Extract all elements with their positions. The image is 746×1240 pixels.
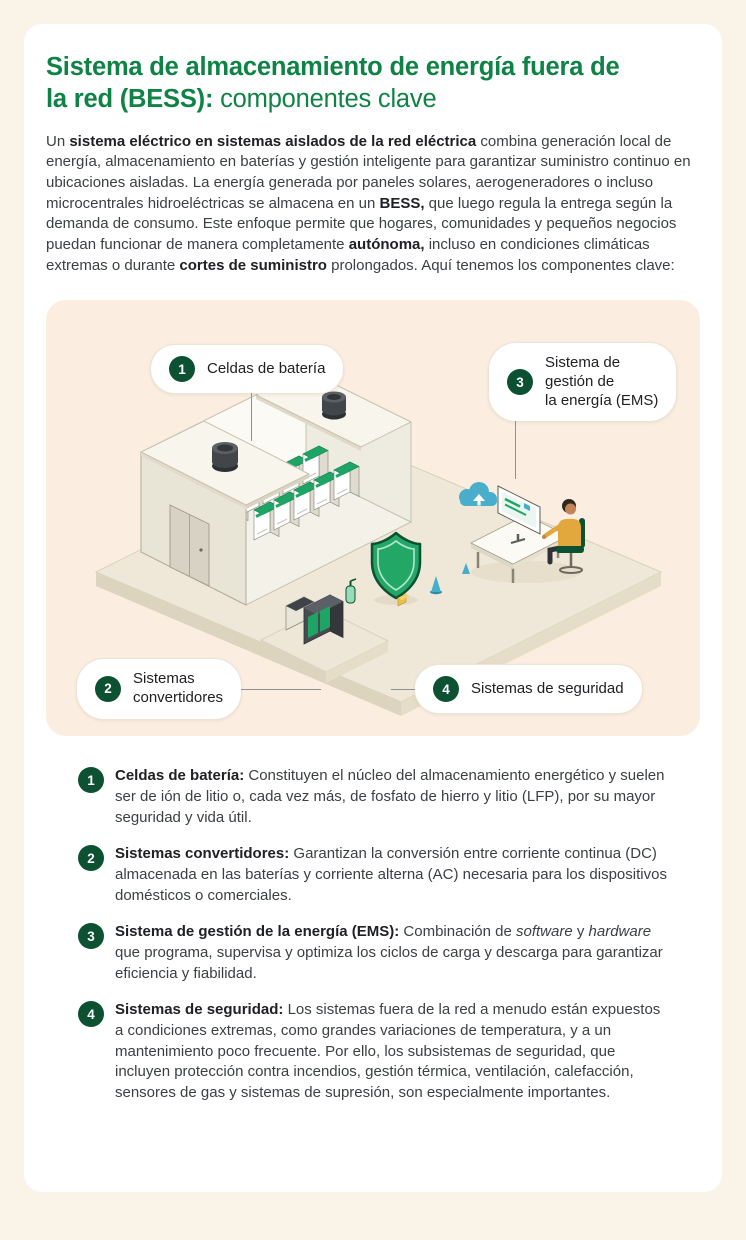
- battery-building: [139, 369, 413, 606]
- callout-label: Celdas de batería: [207, 359, 326, 377]
- legend-number-badge: 4: [78, 1001, 104, 1028]
- legend-item-safety-systems: 4 Sistemas de seguridad: Los sistemas fu…: [78, 1000, 670, 1103]
- title-light-part: componentes clave: [220, 84, 437, 113]
- legend-text: Sistemas convertidores: Garantizan la co…: [115, 844, 670, 906]
- gas-sensor-icon: [430, 563, 470, 595]
- callout-number-badge: 4: [433, 676, 459, 703]
- title-bold-part: Sistema de almacenamiento de energía fue…: [46, 53, 620, 113]
- roof-vent-icon: [322, 391, 346, 420]
- callout-battery-cells: 1 Celdas de batería: [150, 344, 345, 442]
- page-title: Sistema de almacenamiento de energía fue…: [46, 52, 646, 116]
- fire-extinguisher-icon: [345, 578, 357, 604]
- legend-number-badge: 1: [78, 767, 104, 794]
- callout-safety-systems: 4 Sistemas de seguridad: [391, 664, 643, 715]
- legend-description: Los sistemas fuera de la red a menudo es…: [115, 1001, 661, 1102]
- callout-number-badge: 1: [169, 356, 195, 383]
- legend-description: Constituyen el núcleo del almacenamiento…: [115, 767, 665, 826]
- legend-item-converters: 2 Sistemas convertidores: Garantizan la …: [78, 844, 670, 906]
- legend-description: Garantizan la conversión entre corriente…: [115, 845, 667, 904]
- legend-text: Sistemas de seguridad: Los sistemas fuer…: [115, 1000, 670, 1103]
- legend-term: Celdas de batería:: [115, 767, 245, 785]
- callout-label: Sistemas convertidores: [133, 670, 224, 706]
- legend-term: Sistemas de seguridad:: [115, 1001, 284, 1019]
- callout-label: Sistemas de seguridad: [471, 679, 624, 697]
- legend-term: Sistema de gestión de la energía (EMS):: [115, 923, 400, 941]
- security-zone: [345, 531, 470, 607]
- legend-item-battery-cells: 1 Celdas de batería: Constituyen el núcl…: [78, 766, 670, 828]
- callout-number-badge: 2: [95, 675, 121, 702]
- legend-text: Celdas de batería: Constituyen el núcleo…: [115, 766, 670, 828]
- converter-cabinet-icon: [303, 594, 344, 645]
- legend-description: Combinación de software y hardware que p…: [115, 923, 663, 982]
- legend-text: Sistema de gestión de la energía (EMS): …: [115, 922, 670, 984]
- building-door: [169, 504, 210, 587]
- legend-number-badge: 2: [78, 845, 104, 872]
- callout-number-badge: 3: [507, 369, 533, 396]
- operator-figure: [542, 499, 585, 575]
- diagram-panel: 1 Celdas de batería 3 Sistema de gestión…: [46, 300, 700, 737]
- shield-icon: [370, 531, 422, 600]
- intro-paragraph: Un sistema eléctrico en sistemas aislado…: [46, 132, 691, 274]
- callout-converters: 2 Sistemas convertidores: [76, 658, 322, 720]
- ems-workstation: [459, 482, 585, 584]
- callout-energy-management: 3 Sistema de gestión de la energía (EMS): [488, 342, 678, 480]
- callout-label: Sistema de gestión de la energía (EMS): [545, 354, 659, 409]
- alarm-device-icon: [397, 593, 410, 607]
- component-legend: 1 Celdas de batería: Constituyen el núcl…: [46, 766, 700, 1104]
- converter-station: [259, 594, 390, 684]
- legend-term: Sistemas convertidores:: [115, 845, 290, 863]
- roof-vent-icon: [212, 442, 238, 473]
- cloud-icon: [459, 482, 497, 507]
- legend-number-badge: 3: [78, 923, 104, 950]
- infographic-card: Sistema de almacenamiento de energía fue…: [24, 24, 722, 1192]
- monitor-icon: [497, 485, 541, 545]
- legend-item-energy-management: 3 Sistema de gestión de la energía (EMS)…: [78, 922, 670, 984]
